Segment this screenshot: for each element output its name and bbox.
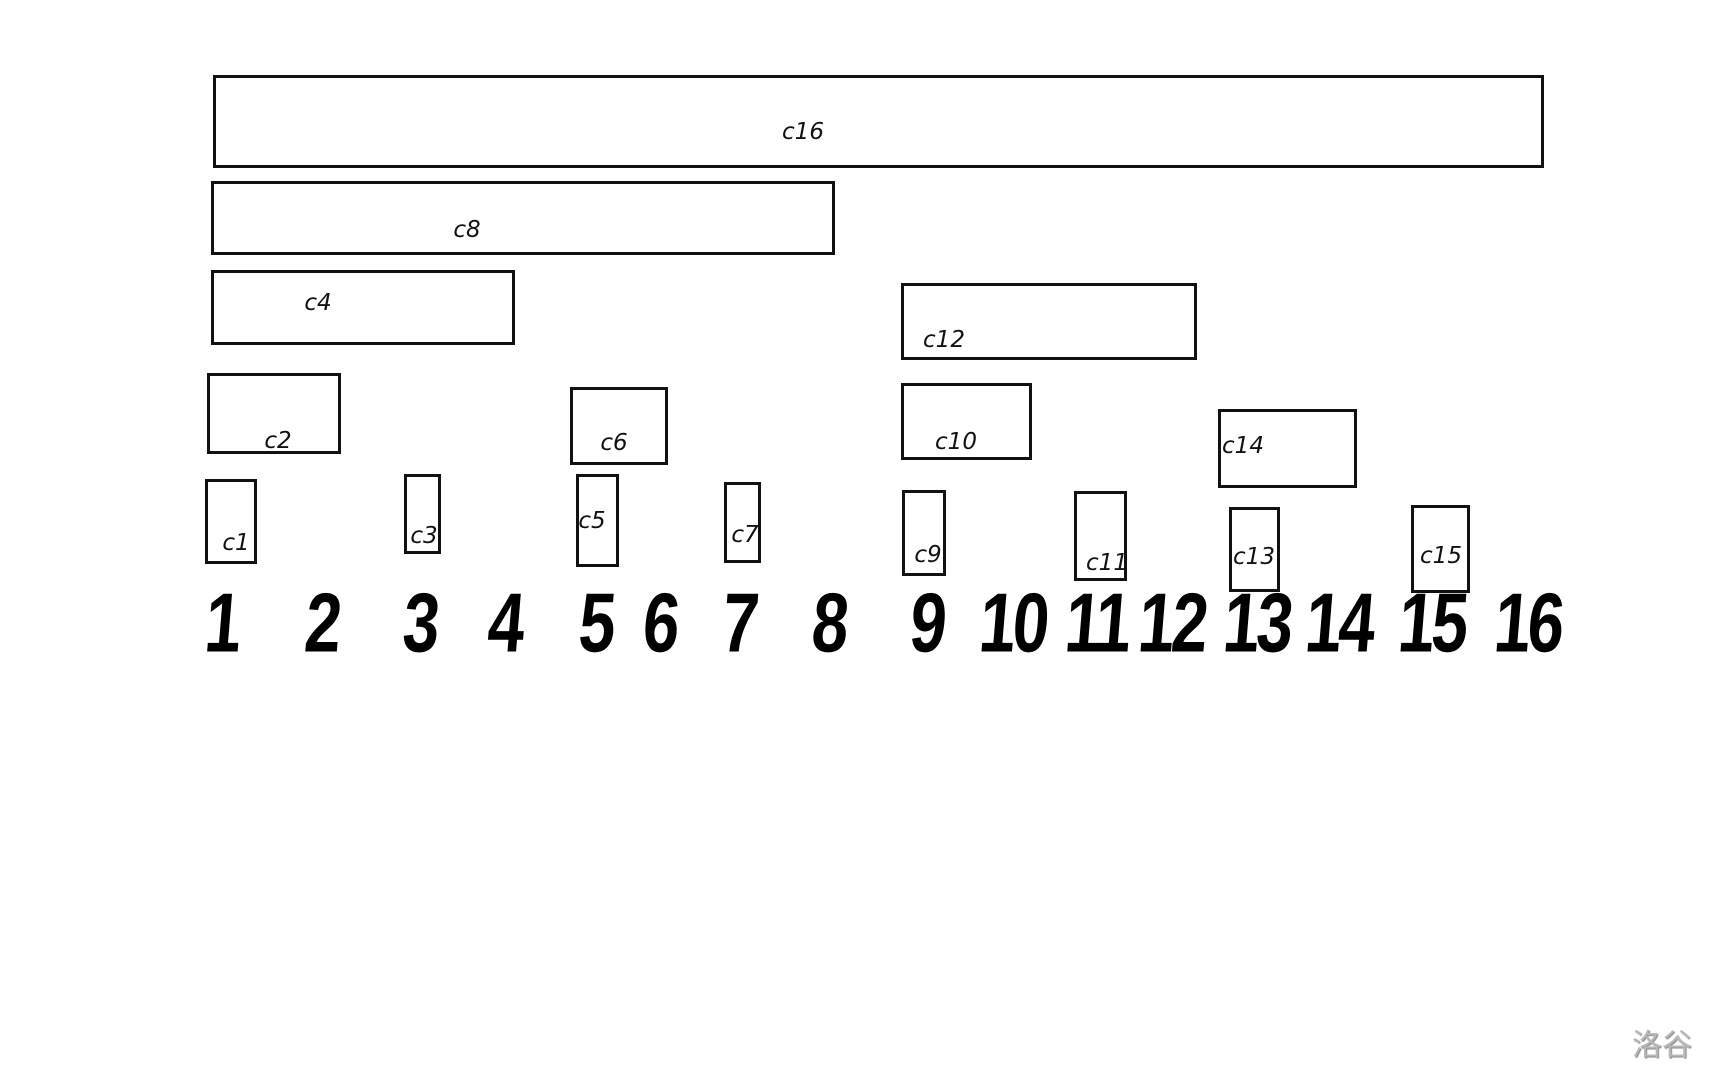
node-c12 — [901, 283, 1197, 360]
watermark: 洛谷 — [1632, 1028, 1692, 1063]
label-c2: c2 — [264, 428, 292, 454]
label-c10: c10 — [935, 429, 977, 455]
label-c16: c16 — [782, 119, 824, 145]
node-c16 — [213, 75, 1544, 168]
index-13: 13 — [1219, 575, 1295, 670]
index-3: 3 — [399, 575, 441, 670]
index-11: 11 — [1061, 575, 1133, 670]
index-4: 4 — [484, 575, 526, 670]
label-c15: c15 — [1420, 543, 1462, 569]
node-c14 — [1218, 409, 1357, 488]
node-c15 — [1411, 505, 1470, 593]
label-c4: c4 — [304, 290, 332, 316]
label-c14: c14 — [1222, 433, 1264, 459]
node-c11 — [1074, 491, 1127, 581]
label-c9: c9 — [914, 542, 942, 568]
node-c13 — [1229, 507, 1280, 592]
index-16: 16 — [1490, 575, 1566, 670]
label-c3: c3 — [410, 523, 438, 549]
node-c3 — [404, 474, 441, 554]
label-c11: c11 — [1086, 550, 1128, 576]
node-c6 — [570, 387, 668, 465]
index-14: 14 — [1301, 575, 1377, 670]
node-c7 — [724, 482, 761, 563]
index-2: 2 — [301, 575, 343, 670]
index-8: 8 — [808, 575, 850, 670]
index-9: 9 — [906, 575, 948, 670]
label-c1: c1 — [222, 530, 250, 556]
label-c13: c13 — [1233, 544, 1275, 570]
node-c10 — [901, 383, 1032, 460]
label-c7: c7 — [731, 522, 759, 548]
label-c8: c8 — [453, 217, 481, 243]
label-c12: c12 — [923, 327, 965, 353]
index-7: 7 — [718, 575, 760, 670]
index-12: 12 — [1134, 575, 1210, 670]
node-c2 — [207, 373, 341, 454]
label-c6: c6 — [600, 430, 628, 456]
index-5: 5 — [575, 575, 617, 670]
index-6: 6 — [639, 575, 681, 670]
index-10: 10 — [975, 575, 1051, 670]
node-c1 — [205, 479, 257, 564]
node-c8 — [211, 181, 835, 255]
label-c5: c5 — [578, 508, 606, 534]
node-c9 — [902, 490, 946, 576]
node-c4 — [211, 270, 515, 345]
index-1: 1 — [201, 575, 243, 670]
node-c5 — [576, 474, 619, 567]
index-15: 15 — [1394, 575, 1470, 670]
